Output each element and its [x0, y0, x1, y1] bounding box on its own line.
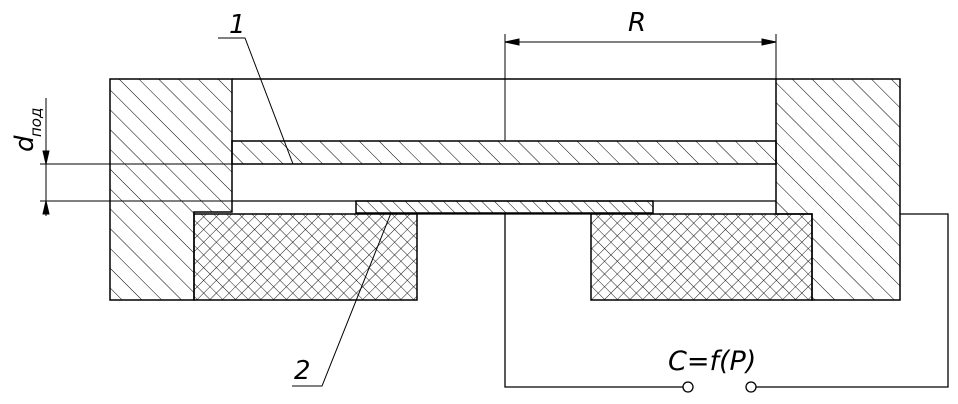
- part-2-label: 2: [294, 356, 311, 386]
- membrane-part-1: [231, 140, 777, 165]
- gap-label-subscript: под: [27, 108, 45, 137]
- insulator-left: [193, 213, 418, 301]
- part-1-label: 1: [229, 10, 246, 40]
- formula-label: C=f(P): [668, 346, 756, 377]
- wire-left: [504, 214, 683, 388]
- terminal-right: [745, 381, 757, 393]
- leader-part-1: [218, 37, 294, 165]
- electrode-part-2: [355, 200, 654, 214]
- gap-label: d: [10, 135, 40, 152]
- radius-label: R: [628, 8, 646, 38]
- wire-right: [756, 213, 949, 388]
- insulator-right: [590, 213, 813, 301]
- terminal-left: [682, 381, 694, 393]
- leader-part-2: [292, 212, 392, 387]
